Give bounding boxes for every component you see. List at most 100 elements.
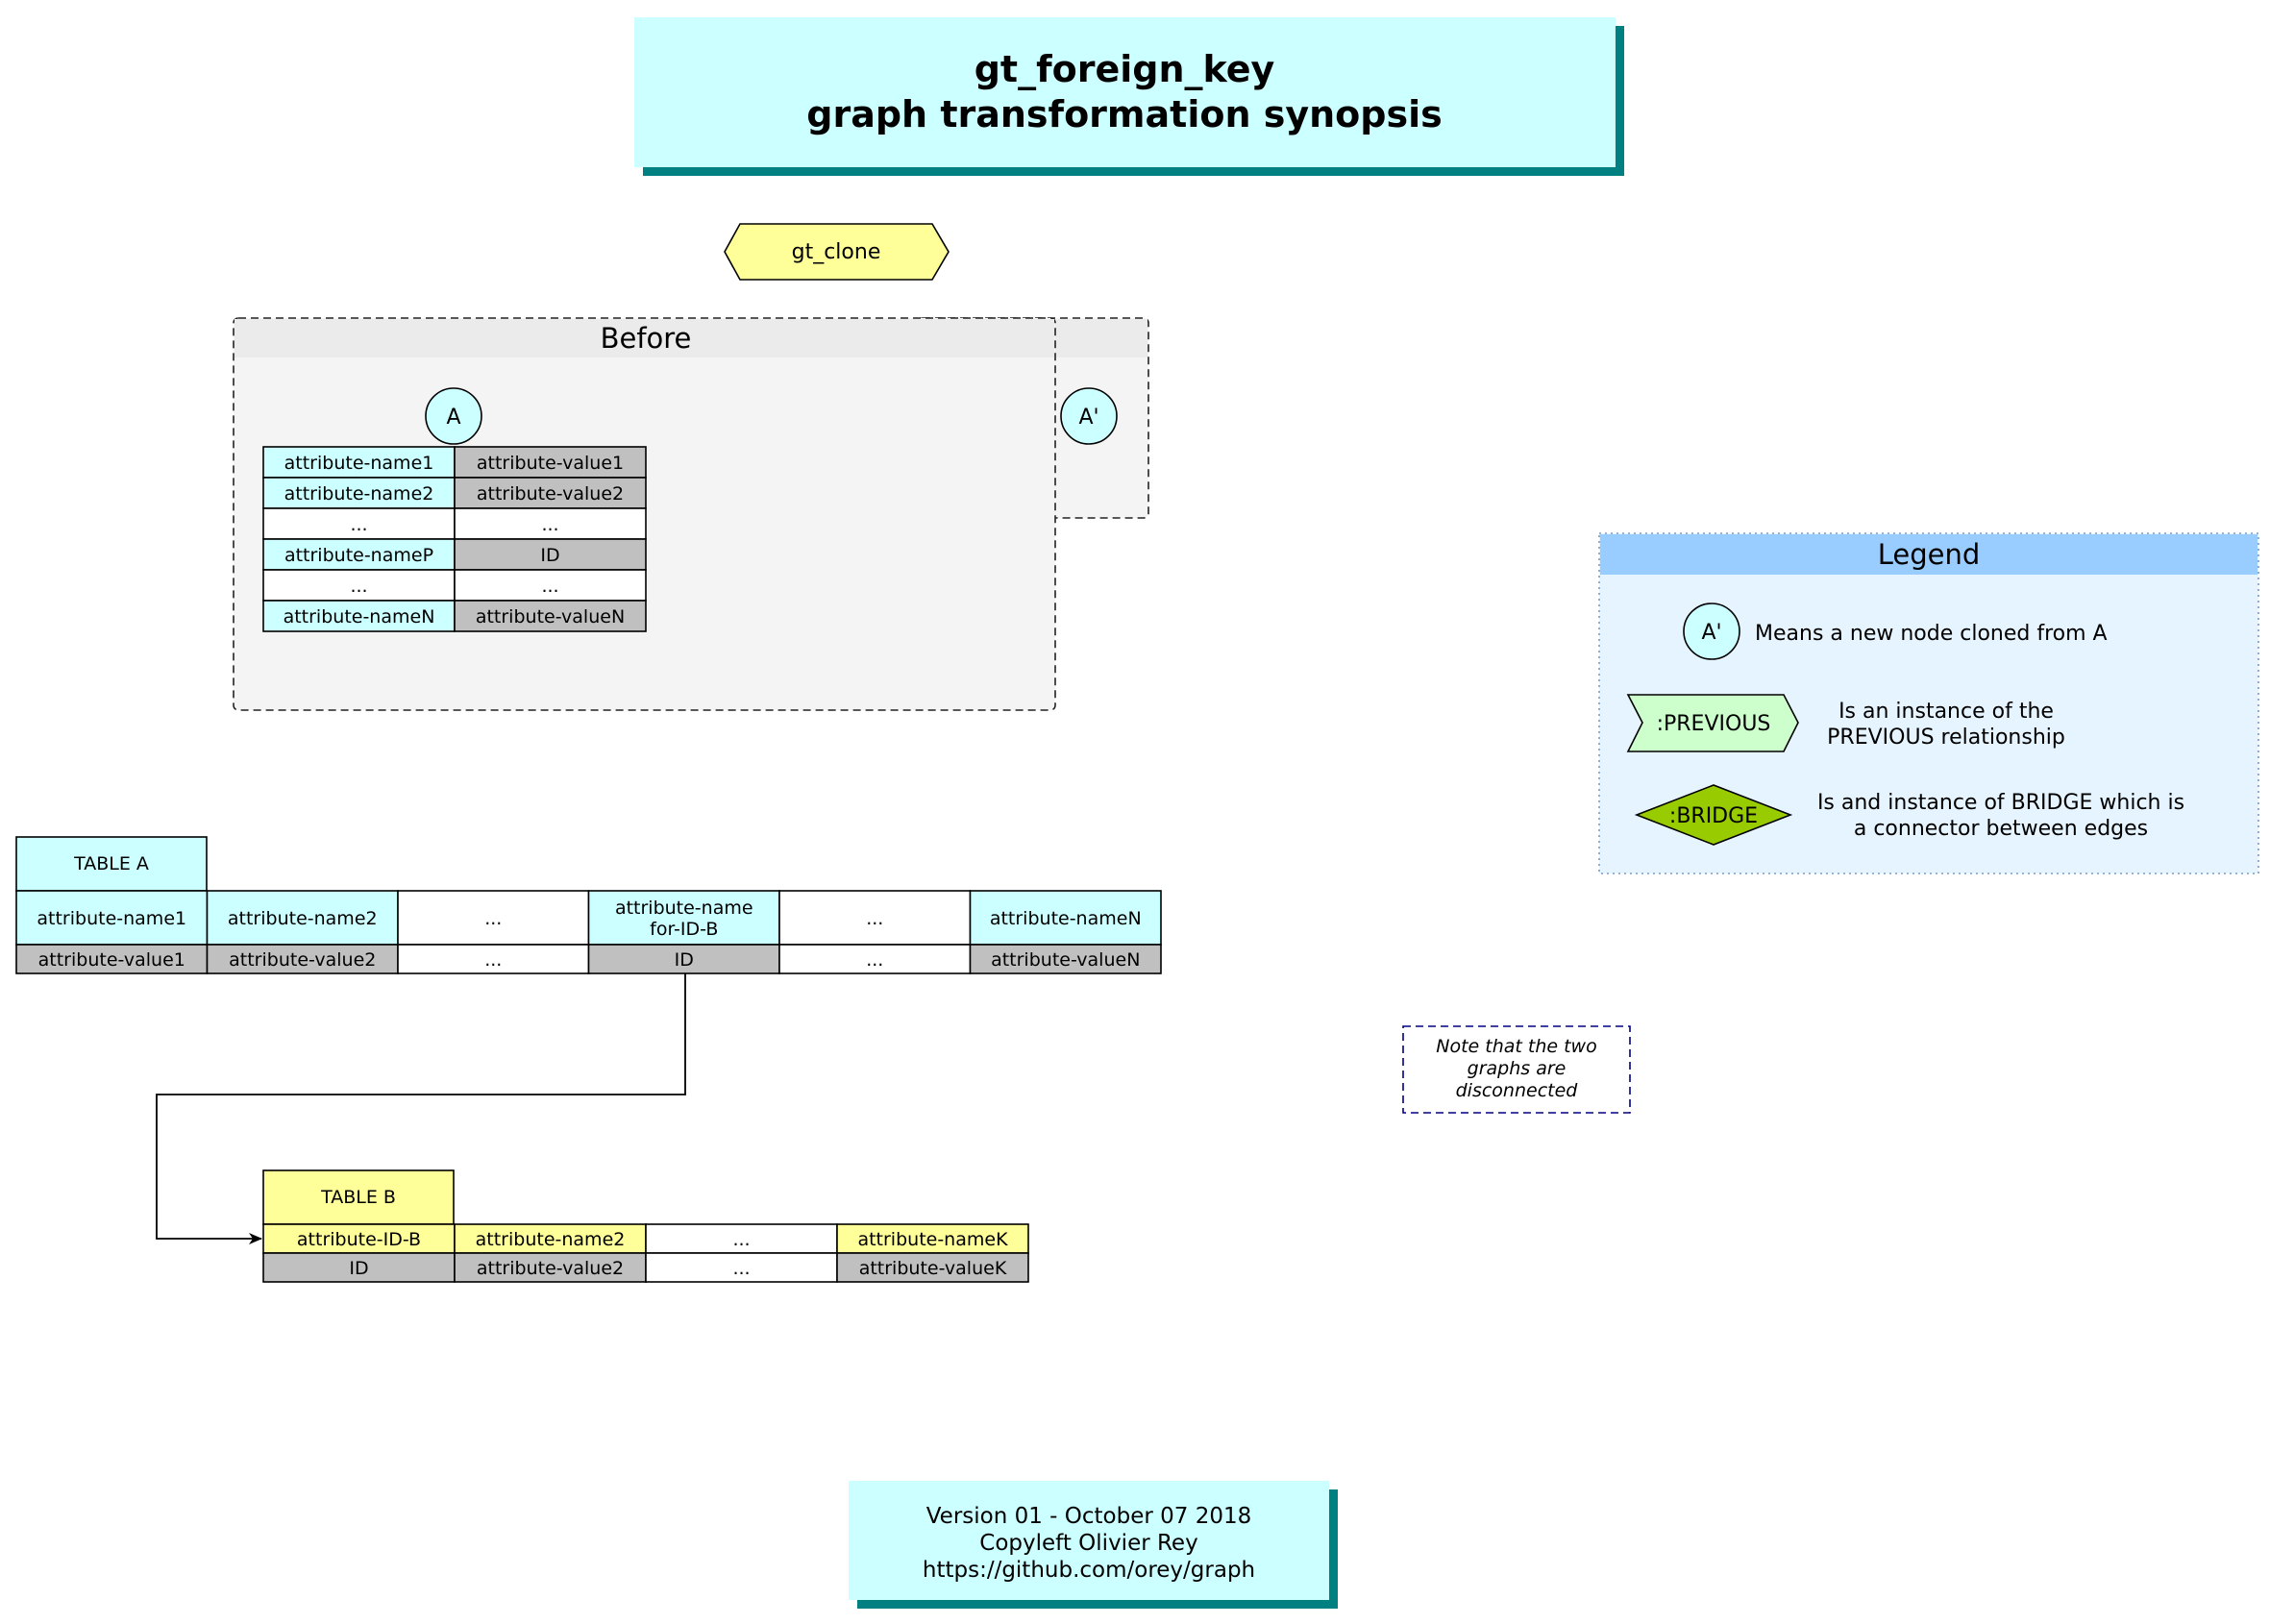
legend-header: [1600, 534, 2258, 575]
table-a-col-6-header-text: attribute-nameN: [990, 908, 1142, 929]
before-row-2-name-text: attribute-name2: [284, 483, 434, 504]
before-header: [234, 319, 1054, 357]
before-node-label: A: [446, 406, 460, 430]
table-b: TABLE B attribute-ID-BIDattribute-name2a…: [262, 1169, 1029, 1283]
footer-box: Version 01 - October 07 2018 Copyleft Ol…: [849, 1481, 1338, 1609]
table-a: TABLE A attribute-name1attribute-value1a…: [15, 836, 1162, 974]
legend-item-3-symbol: :BRIDGE: [1669, 804, 1758, 828]
table-a-col-4-header-text: for-ID-B: [650, 919, 718, 940]
title-panel: [634, 17, 1616, 167]
table-b-col-2-value-text: attribute-value2: [477, 1258, 624, 1279]
note-line-1: Note that the two: [1436, 1036, 1596, 1057]
footer-version: Version 01 - October 07 2018: [926, 1504, 1252, 1529]
before-row-1-name-text: attribute-name1: [284, 453, 434, 474]
legend-diamond-icon: [1634, 784, 1793, 846]
table-a-col-2-header-text: attribute-name2: [228, 908, 378, 929]
before-row-2-name-cell: [262, 477, 456, 509]
table-b-col-1-header-text: attribute-ID-B: [297, 1229, 421, 1250]
legend-chevron-icon: [1626, 694, 1799, 752]
legend-item-2-text-1: Is an instance of the: [1838, 700, 2054, 724]
table-a-columns: attribute-name1 attribute-value1 attribute…: [15, 890, 1162, 974]
footer-copyleft: Copyleft Olivier Rey: [979, 1531, 1197, 1556]
table-a-col-3-value-cell: [397, 944, 590, 974]
table-a-col-6-header-cell: [969, 890, 1162, 946]
legend-item-3-text-2: a connector between edges: [1854, 817, 2148, 841]
table-b-col-4-value-cell: [836, 1252, 1029, 1283]
table-b-col-3-value-cell: [645, 1252, 838, 1283]
before-row-5-name-cell: [262, 569, 456, 602]
before-row-1-value-text: attribute-value1: [477, 453, 624, 474]
table-b-col-1-value-text: ID: [349, 1258, 368, 1279]
table-b-columns: attribute-ID-B ID attribute-name2 attribute…: [262, 1223, 1029, 1283]
after-node-circle: [1060, 387, 1118, 445]
table-a-col-3-header-text: ...: [484, 908, 502, 929]
table-b-title: TABLE B: [320, 1187, 396, 1208]
operation-hexagon: [724, 223, 950, 281]
before-row-3-value-text: ...: [541, 514, 558, 535]
before-cluster: Before A attribute-name1 attribute-value1…: [233, 317, 1056, 711]
before-row-6-value-cell: [454, 600, 647, 632]
operation-label: gt_clone: [792, 240, 881, 264]
table-a-col-4-value-text: ID: [675, 949, 694, 971]
before-row-2-value-text: attribute-value2: [477, 483, 624, 504]
before-row-4-name-text: attribute-nameP: [284, 545, 433, 566]
before-row-6-value-text: attribute-valueN: [476, 606, 625, 627]
legend-title: Legend: [1878, 538, 1981, 571]
table-a-col-5-value-text: ...: [866, 949, 883, 971]
note-line-2: graphs are: [1468, 1058, 1567, 1079]
title-box: gt_foreign_key graph transformation syno…: [634, 17, 1624, 176]
footer-url: https://github.com/orey/graph: [923, 1558, 1255, 1583]
table-a-col-4-header-text: attribute-name: [615, 898, 753, 919]
table-b-col-3-value-text: ...: [732, 1258, 750, 1279]
table-a-col-4-header-cell: [587, 890, 780, 946]
note-box: Note that the two graphs are disconnecte…: [1402, 1025, 1631, 1114]
table-a-col-1-header-cell: [15, 890, 209, 946]
foreign-key-edge: [156, 973, 686, 1244]
title-line-1: gt_foreign_key: [975, 48, 1275, 90]
legend-item-3-text-1: Is and instance of BRIDGE which is: [1817, 791, 2184, 815]
table-a-col-1-value-text: attribute-value1: [38, 949, 185, 971]
before-row-6-name-text: attribute-nameN: [284, 606, 435, 627]
legend: Legend A' Means a new node cloned from A…: [1598, 532, 2259, 874]
before-row-5-value-cell: [454, 569, 647, 602]
table-b-col-4-header-cell: [836, 1223, 1029, 1254]
table-b-col-2-header-cell: [454, 1223, 647, 1254]
table-a-col-5-header-text: ...: [866, 908, 883, 929]
table-a-col-1-header-text: attribute-name1: [37, 908, 186, 929]
note-line-3: disconnected: [1456, 1080, 1579, 1101]
footer-panel: [849, 1481, 1329, 1600]
table-b-col-4-value-text: attribute-valueK: [859, 1258, 1007, 1279]
table-a-col-3-value-text: ...: [484, 949, 502, 971]
table-a-title-cell: [15, 836, 208, 892]
before-row-3-value-cell: [454, 507, 647, 540]
table-a-col-6-value-text: attribute-valueN: [991, 949, 1140, 971]
table-b-col-1-header-cell: [262, 1223, 456, 1254]
legend-circle-icon: [1683, 603, 1740, 660]
legend-item-1-text: Means a new node cloned from A: [1755, 622, 2108, 646]
table-b-title-cell: [262, 1169, 455, 1225]
before-row-3-name-text: ...: [350, 514, 367, 535]
table-b-col-1-value-cell: [262, 1252, 456, 1283]
table-a-col-6-value-cell: [969, 944, 1162, 974]
before-title: Before: [601, 322, 692, 355]
before-row-5-name-text: ...: [350, 576, 367, 597]
table-a-col-5-header-cell: [778, 890, 972, 946]
table-b-col-2-header-text: attribute-name2: [476, 1229, 626, 1250]
before-row-2-value-cell: [454, 477, 647, 509]
before-row-4-value-text: ID: [540, 545, 559, 566]
before-row-5-value-text: ...: [541, 576, 558, 597]
after-node-label: A': [1078, 406, 1098, 430]
operation-node: gt_clone: [724, 223, 950, 281]
table-a-col-5-value-cell: [778, 944, 972, 974]
before-row-4-value-cell: [454, 538, 647, 571]
before-row-1-name-cell: [262, 446, 456, 479]
legend-item-2-text-2: PREVIOUS relationship: [1827, 726, 2065, 750]
before-attribute-table: attribute-name1 attribute-value1 attribute…: [262, 446, 647, 632]
legend-item-1-symbol: A': [1701, 621, 1721, 645]
table-a-title: TABLE A: [73, 853, 149, 874]
table-b-col-3-header-text: ...: [732, 1229, 750, 1250]
legend-item-2-symbol: :PREVIOUS: [1657, 712, 1771, 736]
before-row-1-value-cell: [454, 446, 647, 479]
